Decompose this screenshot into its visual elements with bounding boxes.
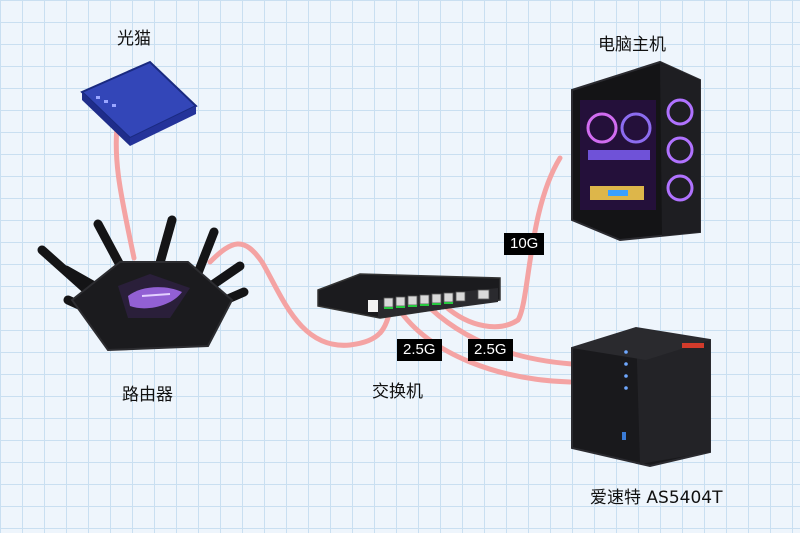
switch-label: 交换机 <box>372 382 423 402</box>
switch-device <box>317 273 501 319</box>
speed-badge-nas-2: 2.5G <box>468 339 513 361</box>
modem-device <box>80 60 198 146</box>
pc-label: 电脑主机 <box>598 35 666 55</box>
pc-device <box>571 60 701 242</box>
nas-label: 爱速特 AS5404T <box>590 488 723 508</box>
nas-device <box>571 326 711 468</box>
speed-badge-pc: 10G <box>504 233 545 255</box>
cable-switch-pc <box>442 155 563 330</box>
router-label: 路由器 <box>122 385 173 405</box>
modem-label: 光猫 <box>117 29 151 49</box>
cable-switch-nas-1 <box>395 305 573 385</box>
router-device <box>37 215 249 352</box>
speed-badge-nas-1: 2.5G <box>397 339 442 361</box>
cable-router-switch <box>207 241 395 348</box>
